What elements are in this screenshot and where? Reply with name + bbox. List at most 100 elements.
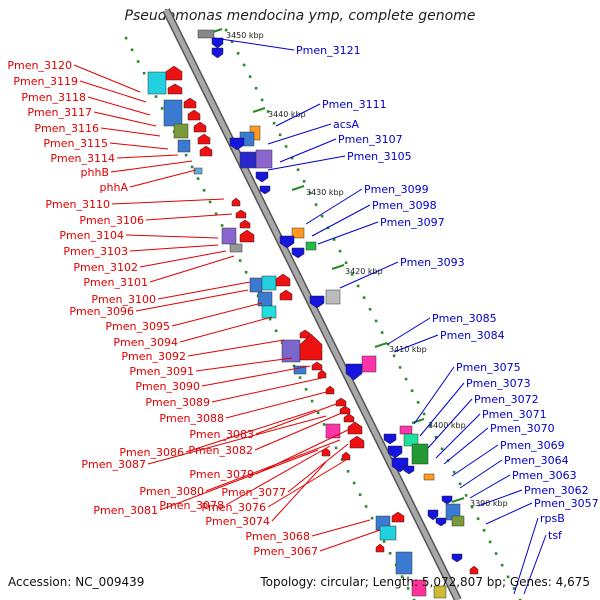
leader-line — [100, 127, 161, 137]
leader-line — [393, 334, 439, 353]
track-dot — [202, 189, 206, 192]
track-dot — [332, 238, 336, 241]
track-dot — [242, 63, 246, 67]
track-dot — [316, 411, 320, 415]
leader-line — [451, 444, 499, 477]
leader-line — [305, 188, 363, 225]
leader-line — [523, 534, 547, 595]
gene-label: Pmen_3110 — [45, 198, 110, 211]
track-dot — [290, 156, 294, 160]
kbp-tick — [451, 497, 465, 503]
kbp-tick — [252, 107, 266, 113]
genome-title: Pseudomonas mendocina ymp, complete geno… — [124, 8, 476, 24]
track-dot — [422, 412, 426, 416]
track-dot — [388, 551, 392, 555]
gene-box — [423, 473, 435, 481]
gene-label: Pmen_3078 — [159, 499, 224, 512]
leader-line — [319, 529, 381, 552]
gene-arrow-forward — [299, 333, 323, 361]
track-dot — [350, 273, 354, 276]
gene-arrow-reverse — [211, 47, 224, 59]
gene-label: Pmen_3107 — [338, 133, 403, 146]
gene-arrow-reverse — [427, 509, 439, 521]
leader-line — [275, 103, 321, 127]
track-dot — [458, 482, 462, 486]
gene-arrow-reverse — [229, 137, 245, 151]
leader-line — [205, 439, 341, 492]
leader-line — [427, 398, 473, 449]
track-dot — [518, 598, 522, 600]
track-dot — [470, 505, 474, 509]
gene-label: Pmen_3101 — [83, 276, 148, 289]
track-dot — [362, 296, 366, 299]
gene-box — [255, 149, 273, 169]
leader-line — [211, 377, 323, 403]
gene-arrow-reverse — [451, 553, 463, 563]
gene-arrow-reverse — [441, 495, 453, 505]
track-dot — [406, 587, 410, 590]
track-dot — [224, 28, 228, 32]
gene-arrow-forward — [311, 361, 323, 371]
track-dot — [208, 200, 212, 204]
gene-label: Pmen_3114 — [50, 152, 115, 165]
track-dot — [482, 529, 486, 532]
gene-label: Pmen_3070 — [490, 422, 555, 435]
gene-label: Pmen_3074 — [205, 515, 270, 528]
gene-arrow-forward — [275, 273, 291, 287]
leader-line — [443, 427, 489, 465]
track-dot — [356, 284, 360, 288]
track-dot — [428, 424, 432, 427]
leader-line — [413, 366, 455, 425]
gene-arrow-forward — [165, 65, 183, 81]
gene-arrow-forward — [279, 289, 293, 301]
kbp-tick — [374, 342, 388, 348]
track-dot — [260, 98, 264, 102]
gene-box — [433, 585, 447, 599]
gene-label: phhA — [100, 181, 129, 194]
leader-line — [255, 403, 337, 435]
track-dot — [398, 366, 402, 369]
gene-label: Pmen_3072 — [474, 393, 539, 406]
gene-arrow-reverse — [403, 465, 415, 475]
track-dot — [392, 354, 396, 358]
leader-line — [149, 255, 235, 283]
gene-box — [403, 433, 419, 447]
gene-label: Pmen_3062 — [524, 484, 589, 497]
gene-arrow-forward — [183, 97, 197, 109]
gene-label: Pmen_3085 — [432, 312, 497, 325]
gene-arrow-forward — [343, 413, 355, 423]
track-dot — [322, 423, 326, 426]
gene-box — [325, 289, 341, 305]
gene-box — [291, 227, 305, 239]
leader-line — [317, 221, 379, 245]
track-dot — [364, 505, 368, 508]
gene-label: Pmen_3077 — [221, 486, 286, 499]
gene-box — [163, 99, 183, 127]
leader-line — [116, 154, 179, 159]
kbp-label: 3400 kbp — [428, 421, 466, 430]
track-dot — [296, 168, 300, 171]
track-dot — [374, 319, 378, 323]
kbp-tick — [291, 185, 305, 191]
gene-arrow-forward — [235, 209, 247, 219]
track-dot — [412, 598, 416, 600]
leader-line — [477, 489, 523, 507]
track-dot — [416, 401, 420, 404]
outer-right-track — [224, 28, 522, 600]
track-dot — [220, 224, 224, 227]
track-dot — [160, 107, 164, 110]
gene-box — [193, 167, 203, 175]
track-dot — [298, 376, 302, 379]
leader-line — [79, 80, 147, 103]
track-dot — [284, 145, 288, 148]
gene-arrow-forward — [187, 109, 201, 121]
leader-line — [145, 213, 233, 221]
gene-label: Pmen_3096 — [69, 305, 134, 318]
leader-line — [129, 244, 219, 252]
track-dot — [440, 447, 444, 451]
track-dot — [512, 587, 516, 590]
gene-label: Pmen_3064 — [504, 454, 569, 467]
track-dot — [476, 517, 480, 520]
